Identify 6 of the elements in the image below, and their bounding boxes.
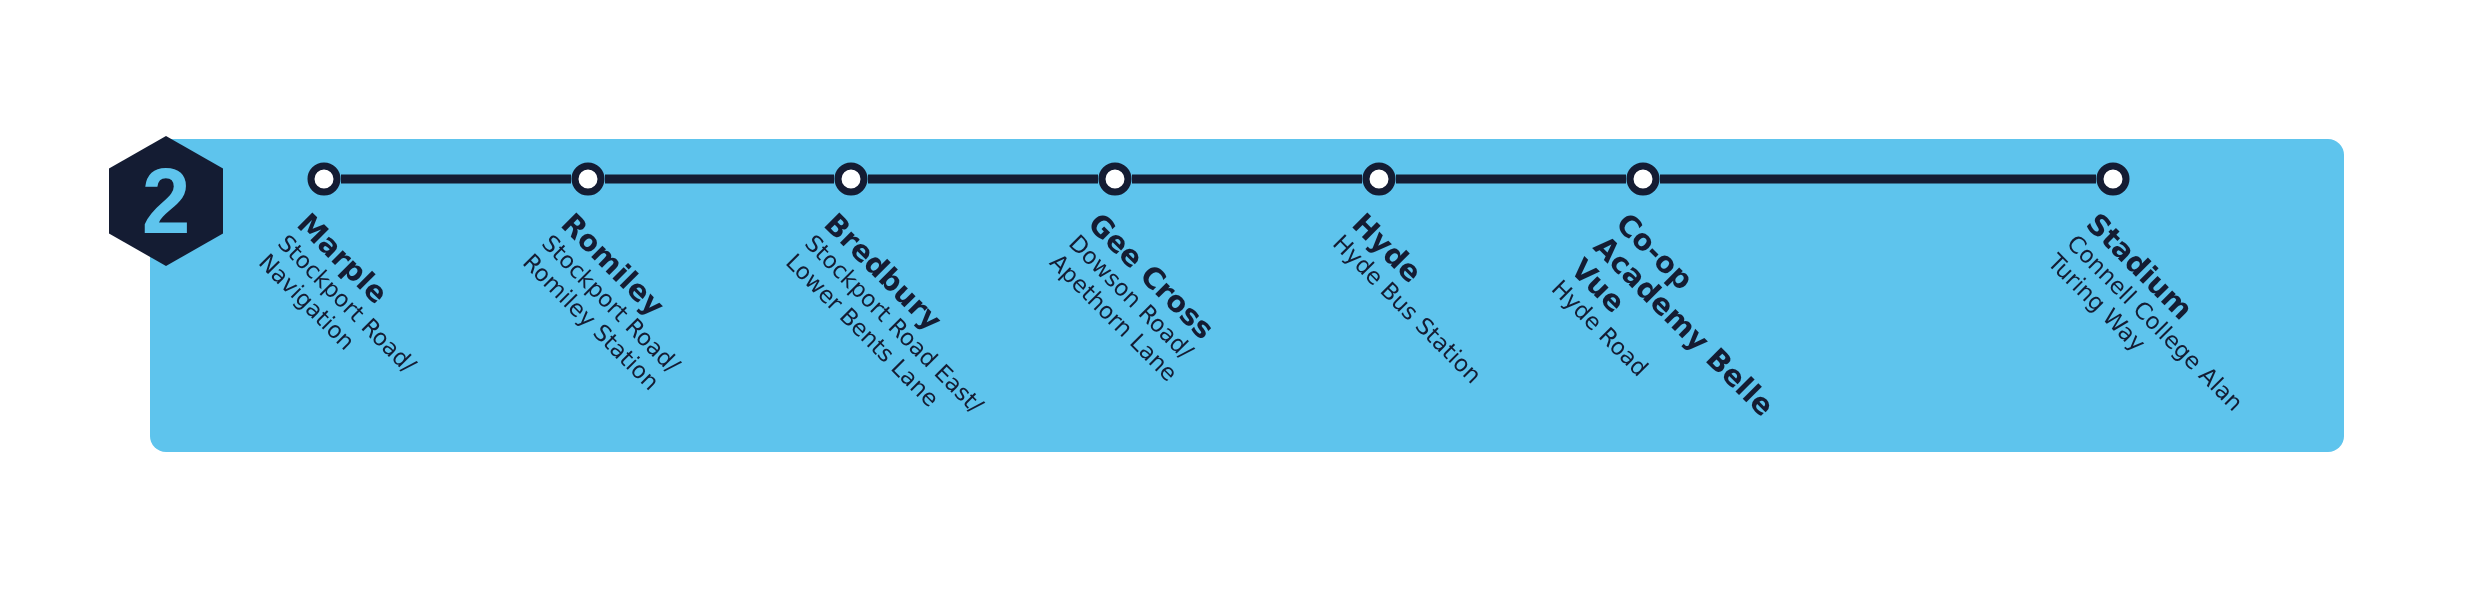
route-line	[868, 174, 1098, 184]
route-line	[1132, 174, 1362, 184]
route-line	[1396, 174, 1626, 184]
route-line	[605, 174, 834, 184]
route-line	[1660, 174, 2096, 184]
route-line	[341, 174, 571, 184]
